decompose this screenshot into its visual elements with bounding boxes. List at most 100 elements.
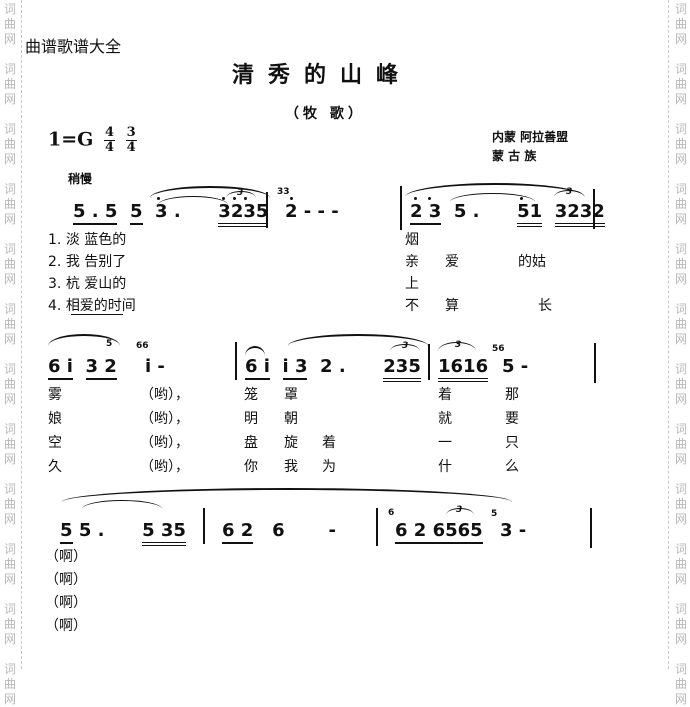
- triplet-arc: [226, 191, 256, 198]
- grace-note: 5: [491, 509, 498, 519]
- watermark-char: 网: [674, 32, 687, 46]
- lyric: 么: [505, 459, 519, 475]
- octave-dot: [428, 197, 431, 200]
- octave-dot: [520, 197, 523, 200]
- watermark-char: 曲: [3, 137, 16, 151]
- watermark-char: 词: [3, 122, 16, 136]
- grace-note: 5: [106, 339, 113, 349]
- watermark-char: 词: [3, 302, 16, 316]
- watermark-char: 网: [3, 452, 16, 466]
- lyric-verse-4-cont: 不: [405, 298, 419, 314]
- triplet-arc: [554, 190, 584, 197]
- watermark-group: 词曲网: [2, 422, 18, 467]
- lyric: 久: [48, 459, 62, 475]
- key-label: 1=G: [48, 128, 94, 151]
- lyric: 着: [322, 435, 336, 451]
- watermark-char: 曲: [3, 197, 16, 211]
- credit-ethnicity: 蒙 古 族: [492, 149, 537, 163]
- watermark-char: 曲: [674, 317, 687, 331]
- watermark-char: 曲: [3, 557, 16, 571]
- watermark-group: 词曲网: [673, 302, 689, 347]
- song-genre: （牧 歌）: [285, 106, 366, 122]
- watermark-strip-left: 词曲网词曲网词曲网词曲网词曲网词曲网词曲网词曲网词曲网词曲网词曲网词曲网: [0, 0, 20, 706]
- watermark-char: 网: [674, 212, 687, 226]
- grace-note: 6: [388, 508, 395, 518]
- watermark-group: 词曲网: [673, 422, 689, 467]
- lyric: 朝: [284, 411, 298, 427]
- grace-notes: 66: [136, 341, 149, 351]
- triplet-mark: 3: [402, 341, 409, 351]
- lyric: 旋: [284, 435, 298, 451]
- lyric-verse-1-cont: 烟: [405, 232, 419, 248]
- grace-notes: 33: [277, 187, 290, 197]
- watermark-char: 网: [3, 632, 16, 646]
- lyric: 只: [505, 435, 519, 451]
- measure-7: 5 5 . 5 35: [60, 520, 186, 546]
- credit-region: 内蒙 阿拉善盟: [492, 130, 569, 144]
- tie-slur: [158, 196, 228, 205]
- watermark-char: 曲: [674, 497, 687, 511]
- tempo-marking: 稍慢: [68, 172, 93, 186]
- measure-8: 6 2 6 -: [222, 520, 336, 544]
- lyric: 我: [284, 459, 298, 475]
- watermark-group: 词曲网: [673, 482, 689, 527]
- watermark-char: 网: [3, 572, 16, 586]
- watermark-char: 网: [674, 692, 687, 706]
- barline: [376, 508, 378, 546]
- measure-9: 6 2 6565: [395, 520, 483, 544]
- watermark-char: 网: [674, 152, 687, 166]
- lyric-verse-2: 2. 我 告别了: [48, 254, 127, 270]
- octave-dot: [244, 197, 247, 200]
- watermark-char: 词: [674, 62, 687, 76]
- watermark-char: 词: [3, 542, 16, 556]
- watermark-char: 网: [3, 512, 16, 526]
- octave-dot: [157, 197, 160, 200]
- watermark-group: 词曲网: [2, 182, 18, 227]
- watermark-char: 网: [3, 32, 16, 46]
- song-title: 清秀的山峰: [232, 62, 413, 88]
- lyric-ah-1: （啊）: [45, 549, 87, 565]
- lyric: 为: [322, 459, 336, 475]
- watermark-char: 网: [3, 692, 16, 706]
- watermark-char: 网: [3, 392, 16, 406]
- watermark-char: 曲: [674, 377, 687, 391]
- watermark-char: 词: [3, 362, 16, 376]
- key-signature: 1=G 4 4 3 4: [48, 126, 137, 155]
- triplet-arc: [446, 508, 474, 515]
- lyric-verse-3: 3. 杭 爱山的: [48, 276, 127, 292]
- lyric-verse-2-cont: 亲: [405, 254, 419, 270]
- watermark-group: 词曲网: [2, 602, 18, 647]
- octave-dot: [233, 197, 236, 200]
- watermark-char: 词: [3, 242, 16, 256]
- measure-4-tail: i -: [145, 356, 165, 377]
- watermark-char: 词: [674, 422, 687, 436]
- lyric: （哟），: [140, 387, 189, 403]
- tie-slur: [450, 193, 535, 202]
- lyric: 罩: [284, 387, 298, 403]
- lyric: （哟），: [140, 459, 189, 475]
- watermark-char: 词: [3, 602, 16, 616]
- watermark-char: 曲: [674, 677, 687, 691]
- barline: [400, 186, 402, 230]
- watermark-char: 曲: [3, 617, 16, 631]
- watermark-char: 曲: [3, 437, 16, 451]
- watermark-char: 词: [674, 542, 687, 556]
- watermark-char: 曲: [674, 437, 687, 451]
- octave-dot: [414, 197, 417, 200]
- watermark-char: 词: [674, 662, 687, 676]
- phrase-slur: [48, 334, 120, 346]
- watermark-group: 词曲网: [2, 302, 18, 347]
- watermark-group: 词曲网: [673, 182, 689, 227]
- watermark-group: 词曲网: [673, 602, 689, 647]
- site-label: 曲谱歌谱大全: [25, 37, 122, 56]
- watermark-group: 词曲网: [673, 362, 689, 407]
- lyric-ah-2: （啊）: [45, 572, 87, 588]
- lyric: 你: [244, 459, 258, 475]
- watermark-char: 词: [674, 2, 687, 16]
- watermark-char: 词: [674, 182, 687, 196]
- triplet-arc: [438, 342, 476, 351]
- lyric: 那: [505, 387, 519, 403]
- barline: [593, 189, 595, 229]
- watermark-group: 词曲网: [2, 2, 18, 47]
- watermark-char: 网: [674, 392, 687, 406]
